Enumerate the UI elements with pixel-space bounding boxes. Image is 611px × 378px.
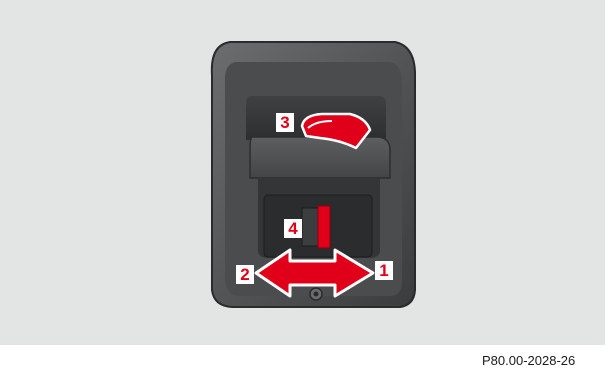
door-handle-illustration [0,0,605,345]
figure-reference-code: P80.00-2028-26 [482,353,575,368]
screw-icon [310,288,322,300]
callout-label-2: 2 [236,265,254,284]
callout-label-4: 4 [284,219,302,238]
illustration-panel: 3 4 2 1 [0,0,605,345]
callout-label-3: 3 [276,113,294,132]
lock-button-icon [302,206,330,248]
callout-label-1: 1 [375,261,393,280]
